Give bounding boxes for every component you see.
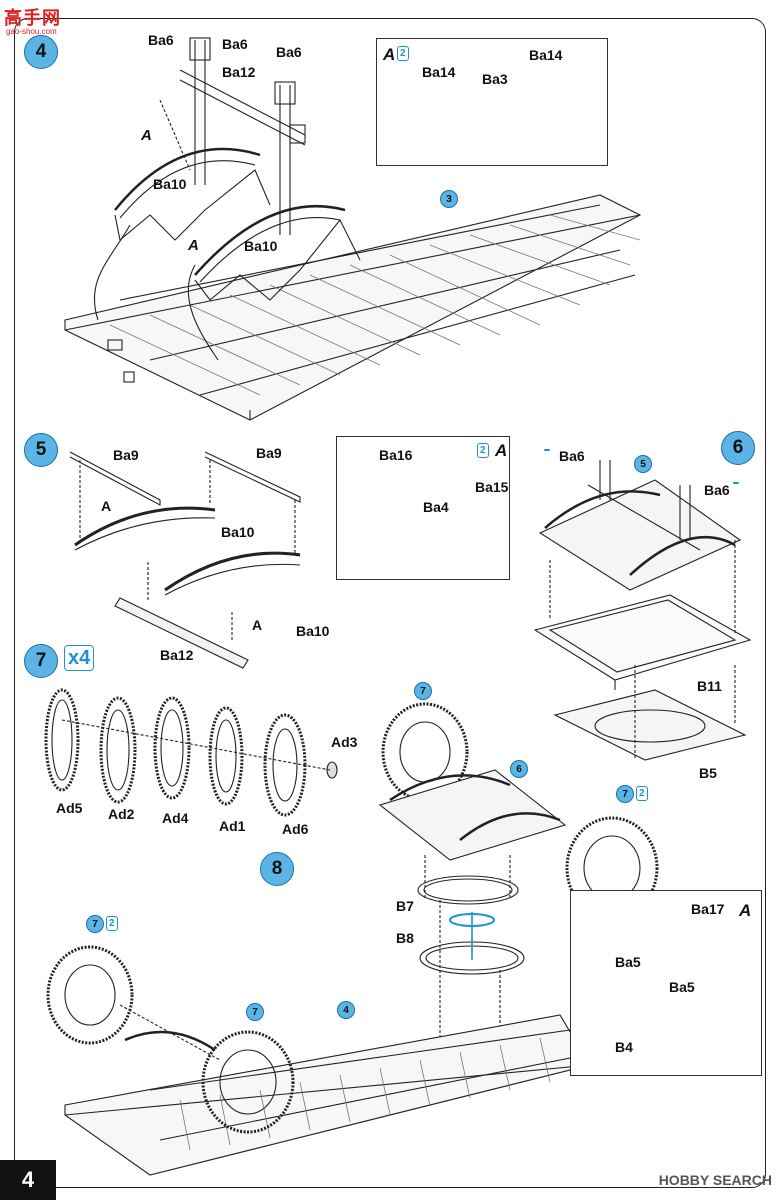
quantity-badge	[544, 449, 550, 451]
watermark-logo-sub: gao-shou.com	[6, 27, 57, 36]
quantity-badge: 2	[397, 46, 409, 61]
label-ba12: Ba12	[160, 647, 194, 663]
label-a: A	[141, 127, 152, 144]
label-b11: B11	[697, 678, 722, 694]
step-ref-4: 4	[337, 1001, 355, 1019]
quantity-badge	[733, 482, 739, 484]
label-ba12: Ba12	[222, 64, 256, 80]
label-ba10: Ba10	[244, 238, 278, 254]
step-5-marker: 5	[24, 433, 58, 467]
inset-title: A	[383, 45, 396, 64]
step-8-marker: 8	[260, 852, 294, 886]
step5-detail-inset: Ba16 2 A Ba15 Ba4	[336, 436, 510, 580]
label-ba16: Ba16	[379, 447, 413, 463]
step4-chassis	[64, 194, 642, 421]
step4-detail-inset: A 2 Ba14 Ba14 Ba3	[376, 38, 608, 166]
step5-springs	[69, 451, 301, 669]
label-ad5: Ad5	[56, 800, 83, 816]
label-ba10: Ba10	[153, 176, 187, 192]
label-a: A	[252, 617, 263, 633]
step-4-marker: 4	[24, 35, 58, 69]
quantity-badge: 2	[477, 443, 489, 458]
label-ba17: Ba17	[691, 901, 725, 917]
step-ref-7: 7	[86, 915, 104, 933]
label-ba9: Ba9	[256, 445, 282, 461]
label-b5: B5	[699, 765, 717, 781]
step-ref-5: 5	[634, 455, 652, 473]
label-ad1: Ad1	[219, 818, 246, 834]
label-ba3: Ba3	[482, 71, 508, 87]
quantity-badge: 2	[636, 786, 648, 801]
label-ba5: Ba5	[615, 954, 641, 970]
label-ad2: Ad2	[108, 806, 135, 822]
watermark-footer: HOBBY SEARCH	[658, 1172, 772, 1188]
step6-assembly	[533, 460, 752, 761]
label-ba10: Ba10	[221, 524, 255, 540]
inset-title: A	[495, 441, 508, 460]
label-ba5: Ba5	[669, 979, 695, 995]
step8-detail-inset: Ba17 A Ba5 Ba5 B4	[570, 890, 762, 1076]
step7-wheel-parts	[44, 688, 338, 817]
step-7-marker: 7	[24, 644, 58, 678]
page-frame	[14, 18, 766, 1188]
step8-chassis-final	[46, 945, 591, 1176]
page-number: 4	[0, 1160, 56, 1200]
label-b7: B7	[396, 898, 414, 914]
quantity-badge: x4	[64, 645, 95, 671]
label-a: A	[188, 237, 199, 254]
step-ref-3: 3	[440, 190, 458, 208]
watermark-logo: 高手网	[4, 8, 61, 28]
label-ba9: Ba9	[113, 447, 139, 463]
label-ba6: Ba6	[222, 36, 248, 52]
label-b8: B8	[396, 930, 414, 946]
label-ba10: Ba10	[296, 623, 330, 639]
label-ad3: Ad3	[331, 734, 358, 750]
step-ref-6: 6	[510, 760, 528, 778]
label-ba4: Ba4	[423, 499, 449, 515]
quantity-badge: 2	[106, 916, 118, 931]
label-ad4: Ad4	[162, 810, 189, 826]
step-6-marker: 6	[721, 431, 755, 465]
label-ba14: Ba14	[422, 64, 456, 80]
step4-springs	[93, 37, 361, 361]
label-ba6: Ba6	[276, 44, 302, 60]
label-ba14: Ba14	[529, 47, 563, 63]
label-a: A	[101, 498, 112, 514]
step8-front-axle	[378, 702, 659, 1040]
step-ref-7: 7	[246, 1003, 264, 1021]
label-b4: B4	[615, 1039, 633, 1055]
inset-title: A	[739, 901, 752, 920]
label-ba6: Ba6	[148, 32, 174, 48]
label-ba15: Ba15	[475, 479, 509, 495]
label-ba6: Ba6	[559, 448, 585, 464]
step-ref-7: 7	[414, 682, 432, 700]
label-ad6: Ad6	[282, 821, 309, 837]
label-ba6: Ba6	[704, 482, 730, 498]
step-ref-7: 7	[616, 785, 634, 803]
